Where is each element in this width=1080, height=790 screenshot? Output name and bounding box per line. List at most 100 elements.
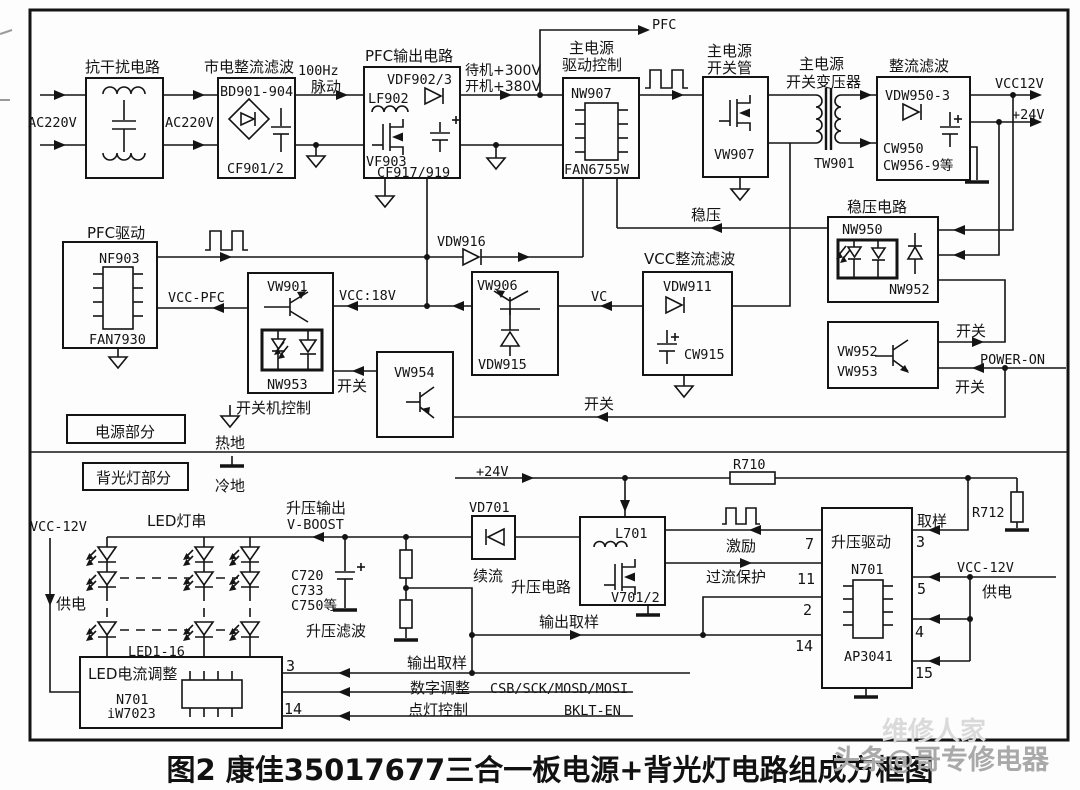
n701b-label: N701 xyxy=(851,562,884,578)
switch-label-2: 开关 xyxy=(955,378,985,396)
main-tx-title2: 开关变压器 xyxy=(786,73,861,91)
c750-label: C750等 xyxy=(291,597,337,614)
switch-label-4: 开关 xyxy=(584,395,614,413)
main-drv-title2: 驱动控制 xyxy=(562,56,622,74)
block-led-adjust xyxy=(79,656,283,729)
hz100-label: 100Hz xyxy=(298,63,339,79)
p24v-label: +24V xyxy=(1012,107,1045,123)
vcc12v-label: VCC12V xyxy=(995,76,1044,92)
boost-drv-title: 升压驱动 xyxy=(831,533,891,551)
pfc-signal-label: PFC xyxy=(652,17,676,33)
cw950-label: CW950 xyxy=(883,141,924,157)
vcc-rect-title: VCC整流滤波 xyxy=(644,250,735,268)
vdw950-label: VDW950-3 xyxy=(885,88,950,104)
bklt-en-label: BKLT-EN xyxy=(564,703,621,719)
nf903-label: NF903 xyxy=(99,251,140,267)
regulator-title: 稳压电路 xyxy=(847,198,907,216)
block-vd701 xyxy=(471,515,516,560)
figure-caption: 图2 康佳35017677三合一板电源+背光灯电路组成方框图 xyxy=(167,753,934,787)
block-vw954 xyxy=(376,351,454,438)
block-boost-driver xyxy=(821,507,913,699)
fan7930-label: FAN7930 xyxy=(89,332,146,348)
digital-adj-label: 数字调整 xyxy=(410,679,470,697)
main-tx-title1: 主电源 xyxy=(799,55,844,73)
drive-label: 激励 xyxy=(726,537,756,555)
hot-ground-label: 热地 xyxy=(215,434,245,452)
main-drv-title1: 主电源 xyxy=(569,39,614,57)
main-sw-title1: 主电源 xyxy=(707,42,752,60)
sw-ctrl-title: 开关机控制 xyxy=(236,399,311,417)
pulse-label: 脉动 xyxy=(311,78,341,96)
ac220v-left-label: AC220V xyxy=(28,115,77,131)
vcc-pfc-label: VCC-PFC xyxy=(168,290,225,306)
block-main-switch xyxy=(702,76,769,178)
vw952-label: VW952 xyxy=(837,344,878,360)
block-boost-circuit xyxy=(579,516,666,617)
block-pfc-output xyxy=(363,66,461,179)
block-output-rectifier xyxy=(876,76,971,181)
ap3041-label: AP3041 xyxy=(844,649,893,665)
vw953-label: VW953 xyxy=(837,364,878,380)
labels: AC220V 抗干扰电路 AC220V 市电整流滤波 BD901-904 CF9… xyxy=(28,17,1045,722)
iw7023-label: iW7023 xyxy=(107,706,156,722)
led1-16-label: LED1-16 xyxy=(128,644,185,660)
out-rect-title: 整流滤波 xyxy=(889,57,949,75)
led-adj-pin-3: 3 xyxy=(286,657,295,675)
block-vcc-rectifier xyxy=(642,271,733,398)
block-switch-transistors xyxy=(827,321,939,389)
ac220v-mid-label: AC220V xyxy=(165,115,214,131)
out-sample-bottom-label: 输出取样 xyxy=(407,654,467,672)
wires-backlight xyxy=(45,471,1056,721)
vw954-label: VW954 xyxy=(394,365,435,381)
r712-label: R712 xyxy=(972,505,1005,521)
vd701-label: VD701 xyxy=(469,500,510,516)
mains-rect-title: 市电整流滤波 xyxy=(204,58,294,76)
boost-out-label: 升压输出 xyxy=(286,499,346,517)
vdf902-label: VDF902/3 xyxy=(387,72,452,88)
lf902-label: LF902 xyxy=(368,91,409,107)
cw956-label: CW956-9等 xyxy=(883,157,953,174)
backlight-badge-label: 背光灯部分 xyxy=(96,469,171,487)
n701a-label: N701 xyxy=(116,692,149,708)
vcc18-label: VCC:18V xyxy=(339,288,396,304)
watermark-main: 头条@哥专修电器 xyxy=(833,745,1050,776)
supply-left-label: 供电 xyxy=(56,595,86,613)
led-adj-pin-14: 14 xyxy=(284,700,302,718)
pin-7: 7 xyxy=(805,535,814,553)
vboost-label: V-BOOST xyxy=(287,517,344,533)
block-mains-rectifier xyxy=(217,77,296,179)
fan6755-label: FAN6755W xyxy=(564,162,630,178)
cw915-label: CW915 xyxy=(684,347,725,363)
vdw916-label: VDW916 xyxy=(437,234,486,250)
vw907-label: VW907 xyxy=(714,147,755,163)
block-pfc-driver xyxy=(62,241,158,349)
l701-label: L701 xyxy=(615,526,648,542)
p24v-backlight-label: +24V xyxy=(476,464,509,480)
ocp-label: 过流保护 xyxy=(706,568,766,586)
frame xyxy=(0,8,1070,742)
switch-label-3: 开关 xyxy=(337,377,367,395)
sample-label: 取样 xyxy=(917,512,947,530)
power-on-label: POWER-ON xyxy=(980,352,1045,368)
led-string-symbols xyxy=(85,546,260,642)
watermark-faint: 维修人家 xyxy=(882,716,986,747)
block-emi-filter xyxy=(85,77,164,179)
block-regulator xyxy=(827,216,939,303)
freewheel-label: 续流 xyxy=(473,567,503,585)
boost-circuit-title: 升压电路 xyxy=(511,578,571,596)
block-switch-control xyxy=(247,272,334,394)
caption-area: 维修人家 图2 康佳35017677三合一板电源+背光灯电路组成方框图 头条@哥… xyxy=(167,716,1050,787)
cf917-label: CF917/919 xyxy=(377,165,450,181)
out-sample-mid-label: 输出取样 xyxy=(539,613,599,631)
lamp-ctrl-label: 点灯控制 xyxy=(408,701,468,719)
wires-power xyxy=(40,25,1066,468)
vdw915-label: VDW915 xyxy=(478,357,527,373)
cf901-label: CF901/2 xyxy=(227,161,284,177)
vcc-12v-right-label: VCC-12V xyxy=(957,560,1014,576)
nw950-label: NW950 xyxy=(842,222,883,238)
switch-label-1: 开关 xyxy=(956,322,986,340)
powerup-label: 开机+380V xyxy=(465,79,541,95)
nw952-label: NW952 xyxy=(889,282,930,298)
vdw911-label: VDW911 xyxy=(663,279,712,295)
